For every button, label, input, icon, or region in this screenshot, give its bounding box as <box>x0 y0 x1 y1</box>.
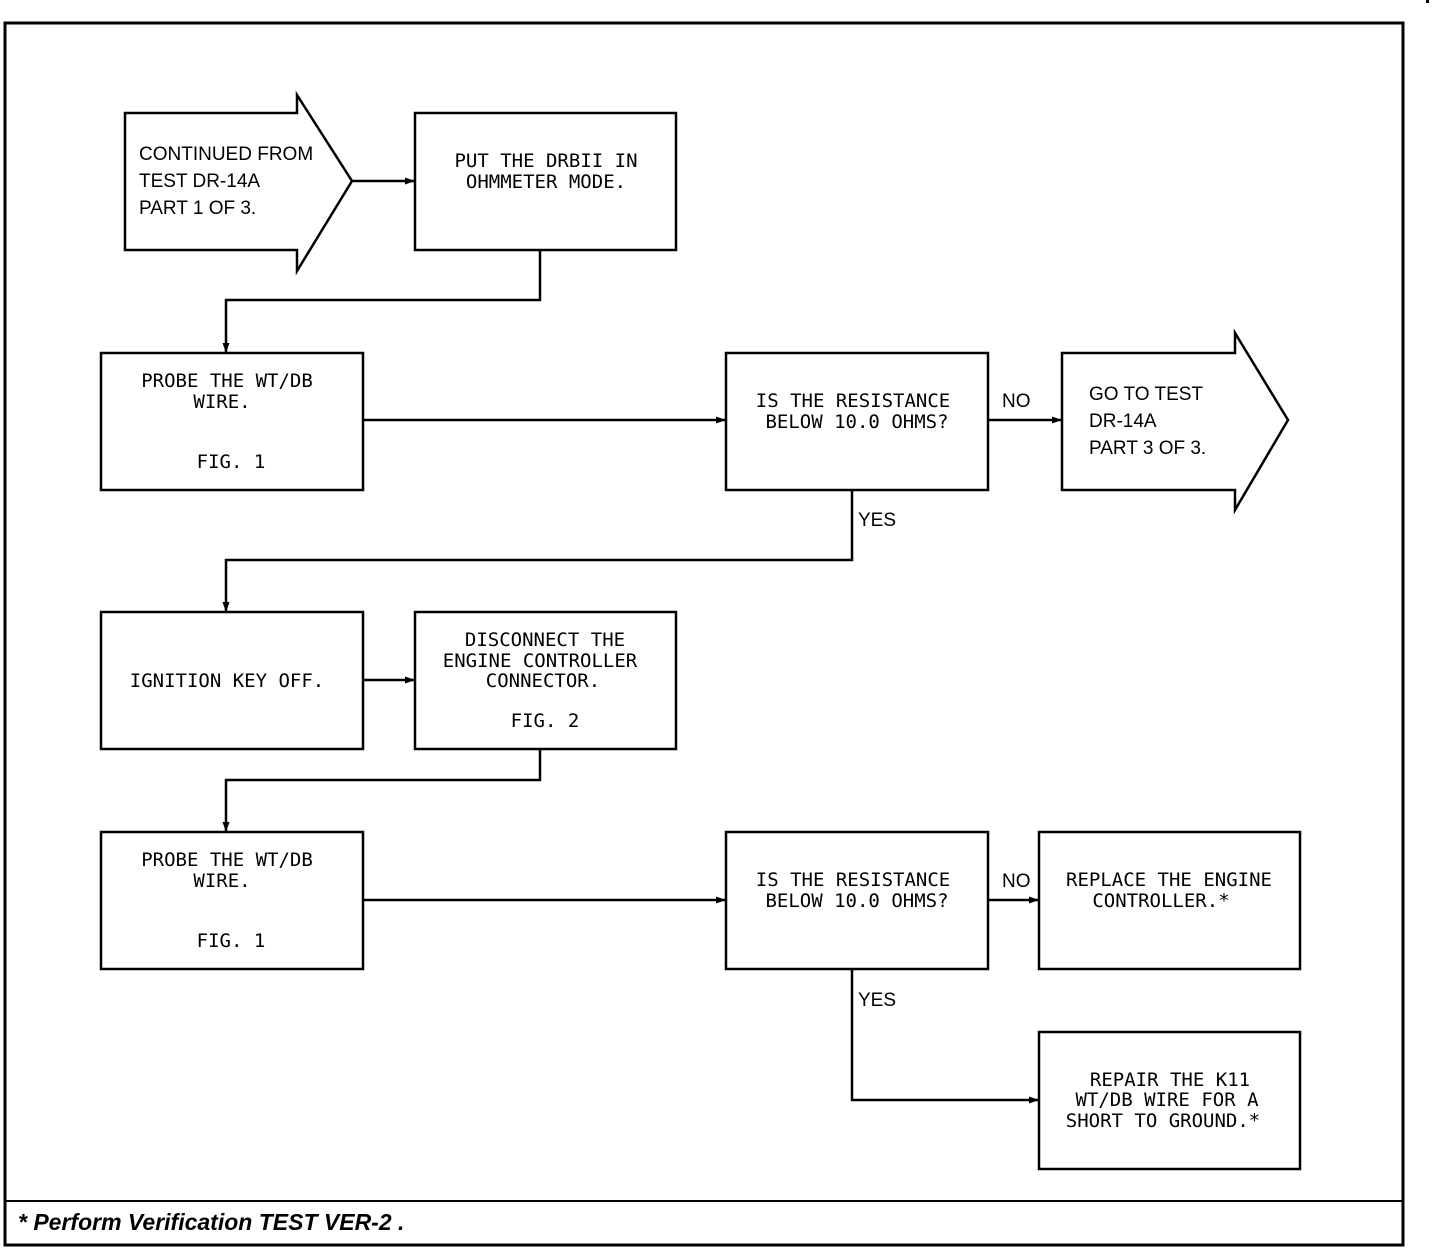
start-line-2: TEST DR-14A <box>139 171 260 192</box>
step-drbii-box <box>413 111 678 252</box>
probe-2-line-2: WIRE. <box>193 870 250 892</box>
disconnect-line-3: CONNECTOR. <box>486 670 600 692</box>
goto-line-2: DR-14A <box>1089 411 1157 432</box>
repair-line-3: SHORT TO GROUND.* <box>1066 1110 1260 1132</box>
start-line-3: PART 1 OF 3. <box>139 198 256 219</box>
replace-box <box>1037 830 1302 971</box>
replace-line-1: REPLACE THE ENGINE <box>1066 869 1272 891</box>
probe-1-line-1: PROBE THE WT/DB <box>141 370 313 392</box>
repair-box <box>1037 1030 1302 1171</box>
disconnect-box <box>413 610 678 751</box>
probe-1-line-2: WIRE. <box>193 391 250 413</box>
decision-1-box <box>724 351 990 492</box>
footer-note: * Perform Verification TEST VER-2 . <box>18 1209 405 1235</box>
probe-1-box <box>99 351 365 492</box>
goto-connector-arrow <box>1060 328 1290 515</box>
flow-disconnect-to-probe-2 <box>222 749 542 832</box>
decision-1-line-1: IS THE RESISTANCE <box>756 390 950 412</box>
decision-2-line-2: BELOW 10.0 OHMS? <box>765 890 948 912</box>
start-connector-arrow <box>123 90 354 276</box>
decision-2-yes-label: YES <box>858 990 896 1011</box>
decision-1-no-label: NO <box>1002 391 1031 412</box>
decision-2-no-label: NO <box>1002 871 1031 892</box>
decision-1-line-2: BELOW 10.0 OHMS? <box>765 411 948 433</box>
ignition-text: IGNITION KEY OFF. <box>130 670 324 692</box>
goto-line-1: GO TO TEST <box>1089 384 1203 405</box>
flow-decision-1-yes <box>222 490 854 612</box>
flow-drbii-to-probe-1 <box>222 250 542 353</box>
ignition-box <box>99 610 365 751</box>
step-drbii-line-1: PUT THE DRBII IN <box>454 150 637 172</box>
decision-2-line-1: IS THE RESISTANCE <box>756 869 950 891</box>
repair-line-2: WT/DB WIRE FOR A <box>1075 1089 1259 1111</box>
disconnect-figure-ref: FIG. 2 <box>511 710 580 732</box>
step-drbii-line-2: OHMMETER MODE. <box>466 171 626 193</box>
disconnect-line-2: ENGINE CONTROLLER <box>443 650 638 672</box>
disconnect-line-1: DISCONNECT THE <box>465 629 625 651</box>
probe-2-line-1: PROBE THE WT/DB <box>141 849 313 871</box>
decision-1-yes-label: YES <box>858 510 896 531</box>
decision-2-box <box>724 830 990 971</box>
outer-frame <box>3 21 1405 1247</box>
page-corner-mark <box>1426 0 1429 3</box>
repair-line-1: REPAIR THE K11 <box>1090 1069 1250 1091</box>
start-text: CONTINUED FROM TEST DR-14A PART 1 OF 3. <box>139 144 313 219</box>
probe-2-figure-ref: FIG. 1 <box>197 930 266 952</box>
probe-1-figure-ref: FIG. 1 <box>197 451 266 473</box>
replace-line-2: CONTROLLER.* <box>1092 890 1229 912</box>
goto-line-3: PART 3 OF 3. <box>1089 438 1206 459</box>
flow-decision-2-yes <box>850 969 1039 1104</box>
start-line-1: CONTINUED FROM <box>139 144 313 165</box>
